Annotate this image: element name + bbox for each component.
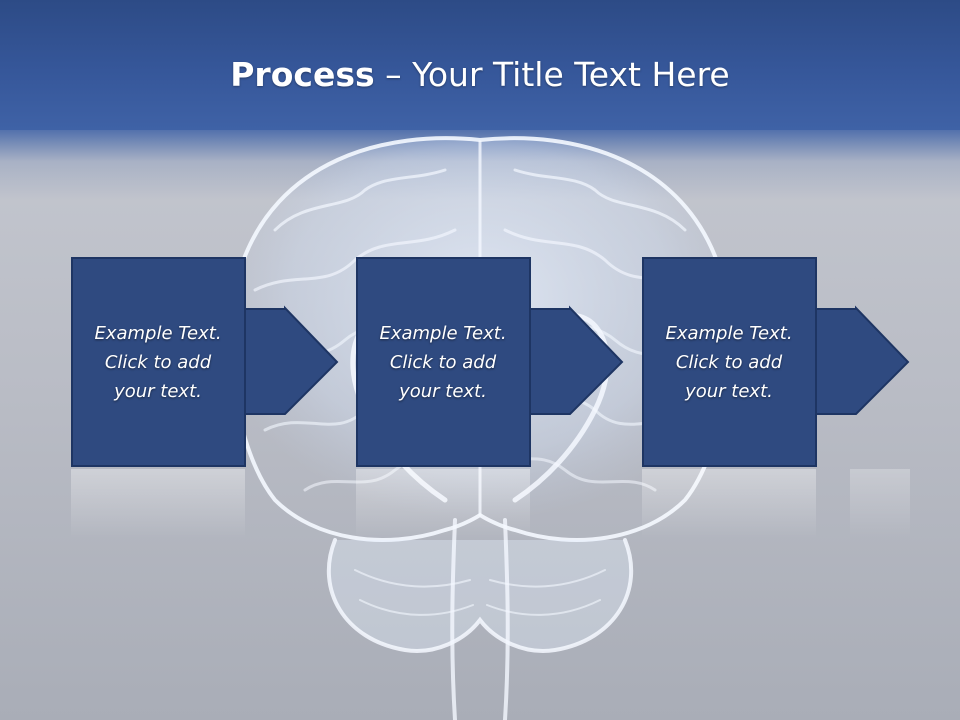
step-text[interactable]: Example Text. Click to add your text. xyxy=(665,322,793,402)
step-box xyxy=(71,257,246,467)
slide-title[interactable]: Process – Your Title Text Here xyxy=(0,55,960,95)
step-box xyxy=(642,257,817,467)
arrow-reflection xyxy=(850,469,910,539)
step-reflection xyxy=(642,469,816,539)
step-box xyxy=(356,257,531,467)
step-shape xyxy=(71,257,339,467)
process-step-1[interactable]: Example Text. Click to add your text. xyxy=(71,257,417,467)
step-shape xyxy=(642,257,910,467)
title-bar xyxy=(0,0,960,130)
process-step-3[interactable]: Example Text. Click to add your text. xyxy=(642,257,960,467)
arrow-right-icon xyxy=(528,305,624,415)
title-rest: – Your Title Text Here xyxy=(374,55,730,94)
step-reflection xyxy=(71,469,245,539)
title-bold: Process xyxy=(230,55,375,94)
arrow-right-icon xyxy=(243,305,339,415)
step-reflection xyxy=(356,469,530,539)
step-shape xyxy=(356,257,624,467)
arrow-right-icon xyxy=(814,305,910,415)
process-step-2[interactable]: Example Text. Click to add your text. xyxy=(356,257,702,467)
step-text[interactable]: Example Text. Click to add your text. xyxy=(379,322,507,402)
step-text[interactable]: Example Text. Click to add your text. xyxy=(94,322,222,402)
